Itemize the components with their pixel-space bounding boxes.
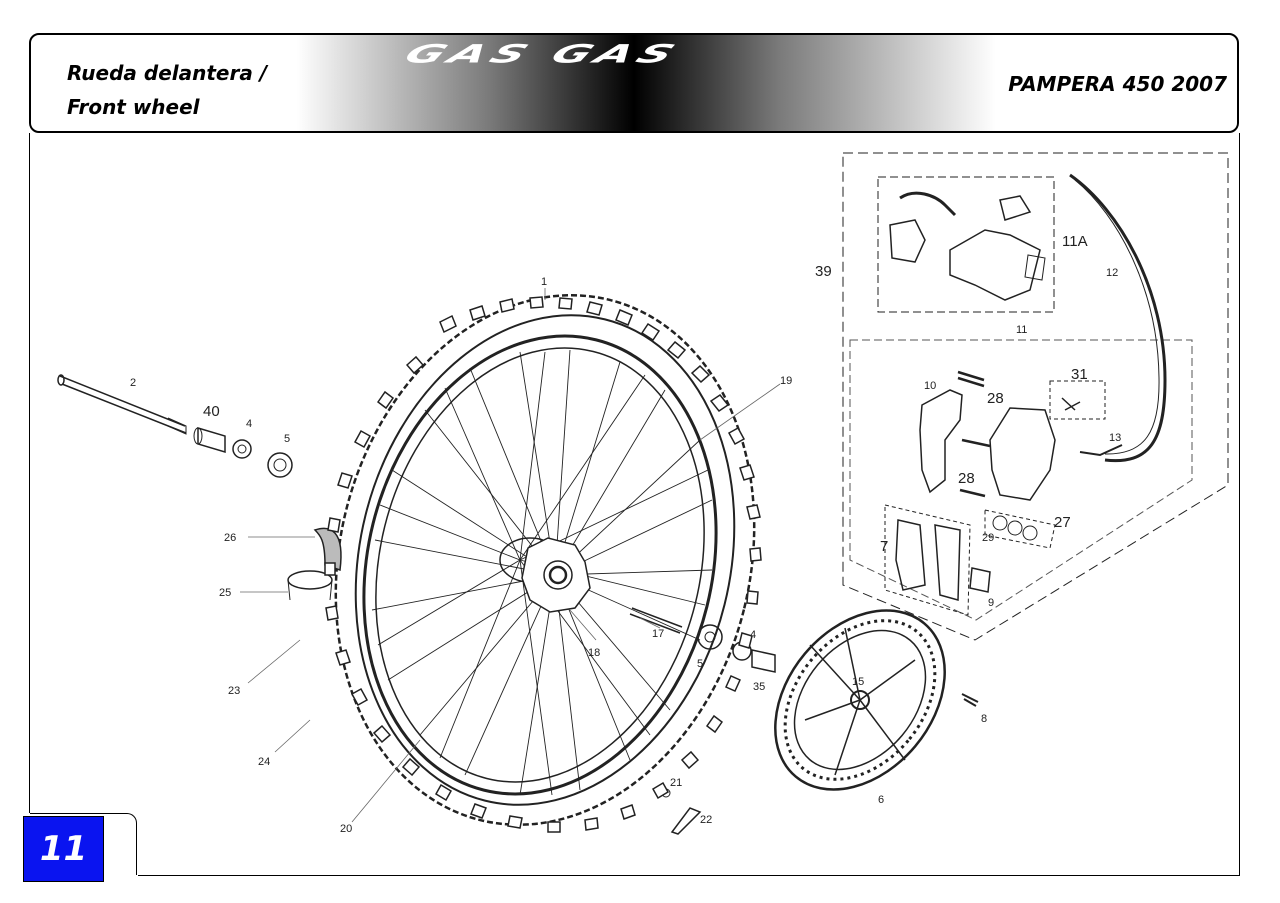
callout-40: 40 bbox=[203, 403, 220, 420]
callout-21: 21 bbox=[670, 777, 682, 789]
bolt-28b bbox=[959, 488, 986, 498]
axle bbox=[59, 375, 187, 434]
callout-4-right: 4 bbox=[750, 629, 756, 641]
callout-12: 12 bbox=[1106, 267, 1118, 279]
bolt-28a bbox=[961, 438, 991, 448]
callout-22: 22 bbox=[700, 814, 712, 826]
brake-pad-right bbox=[934, 524, 961, 601]
tire-inner bbox=[354, 314, 736, 806]
callout-9: 9 bbox=[988, 597, 994, 609]
callout-18: 18 bbox=[588, 647, 600, 659]
seal-box bbox=[984, 509, 1056, 549]
pin-31 bbox=[1061, 397, 1081, 411]
title-spanish: Rueda delantera / bbox=[67, 61, 268, 85]
rim-inner bbox=[375, 347, 705, 783]
tire-outer bbox=[334, 294, 756, 826]
callout-28-bottom: 28 bbox=[958, 470, 975, 487]
callout-35: 35 bbox=[753, 681, 765, 693]
callout-23: 23 bbox=[228, 685, 240, 697]
brake-pad-left bbox=[895, 519, 926, 591]
callout-24: 24 bbox=[258, 756, 270, 768]
callout-6: 6 bbox=[878, 794, 884, 806]
spring-9 bbox=[969, 567, 991, 593]
brake-group-outline bbox=[842, 152, 1229, 641]
banjo-13 bbox=[1079, 444, 1123, 457]
frame-right bbox=[1239, 133, 1240, 875]
reservoir-cap bbox=[999, 195, 1032, 221]
model-name: PAMPERA 450 2007 bbox=[1008, 72, 1227, 96]
caliper-bracket bbox=[919, 389, 963, 494]
callout-39: 39 bbox=[815, 263, 832, 280]
spacer-17 bbox=[629, 607, 683, 634]
brake-lever bbox=[899, 191, 957, 217]
clamp bbox=[889, 219, 926, 263]
bearing-4-left bbox=[232, 439, 252, 459]
caliper-group-outline bbox=[849, 339, 1193, 621]
callout-26: 26 bbox=[224, 532, 236, 544]
brake-disc-outer bbox=[774, 609, 946, 791]
callout-13: 13 bbox=[1109, 432, 1121, 444]
leader-lines bbox=[240, 288, 781, 823]
spacer-40 bbox=[197, 426, 226, 454]
tire-tread bbox=[324, 296, 762, 833]
callout-17: 17 bbox=[652, 628, 664, 640]
callout-2: 2 bbox=[130, 377, 136, 389]
seals-29 bbox=[992, 515, 1038, 541]
header-banner: Rueda delantera / Front wheel GAS GAS PA… bbox=[29, 33, 1239, 133]
caliper-pin-box bbox=[1049, 380, 1106, 420]
page-tab-outline bbox=[30, 813, 137, 875]
callout-25: 25 bbox=[219, 587, 231, 599]
bearing-5-left bbox=[267, 452, 293, 478]
pads-box bbox=[884, 504, 971, 616]
callout-7: 7 bbox=[880, 538, 888, 555]
callout-5-left: 5 bbox=[284, 433, 290, 445]
rim-outer bbox=[362, 334, 718, 796]
callout-28-top: 28 bbox=[987, 390, 1004, 407]
master-cylinder-box bbox=[877, 176, 1055, 313]
brake-hose bbox=[1069, 173, 1167, 463]
title-english: Front wheel bbox=[67, 95, 200, 119]
callout-11: 11 bbox=[1016, 324, 1027, 336]
bolt-8 bbox=[961, 693, 979, 707]
callout-15: 15 bbox=[852, 676, 864, 688]
callout-5-right: 5 bbox=[697, 658, 703, 670]
callout-labels: 1 2 40 4 5 26 25 23 24 20 19 18 17 4 5 3… bbox=[130, 233, 1121, 835]
caliper-body bbox=[989, 407, 1056, 501]
bolt-10 bbox=[957, 370, 985, 388]
page-number-badge: 11 bbox=[23, 816, 104, 882]
callout-11A: 11A bbox=[1062, 233, 1088, 250]
callout-1: 1 bbox=[541, 276, 547, 288]
valve-22 bbox=[670, 807, 702, 835]
callout-20: 20 bbox=[340, 823, 352, 835]
disc-spokes bbox=[804, 627, 916, 776]
callout-19: 19 bbox=[780, 375, 792, 387]
bearing-5-right bbox=[697, 624, 723, 650]
callout-29: 29 bbox=[982, 532, 994, 544]
hub-flange bbox=[521, 537, 591, 613]
frame-bottom bbox=[138, 875, 1240, 876]
callout-27: 27 bbox=[1054, 514, 1071, 531]
callout-8: 8 bbox=[981, 713, 987, 725]
callout-4-left: 4 bbox=[246, 418, 252, 430]
brake-disc-inner bbox=[793, 629, 927, 771]
callout-31: 31 bbox=[1071, 366, 1088, 383]
callout-10: 10 bbox=[924, 380, 936, 392]
frame-left bbox=[29, 133, 30, 813]
spacer-35 bbox=[751, 649, 776, 673]
master-cylinder bbox=[949, 229, 1041, 301]
